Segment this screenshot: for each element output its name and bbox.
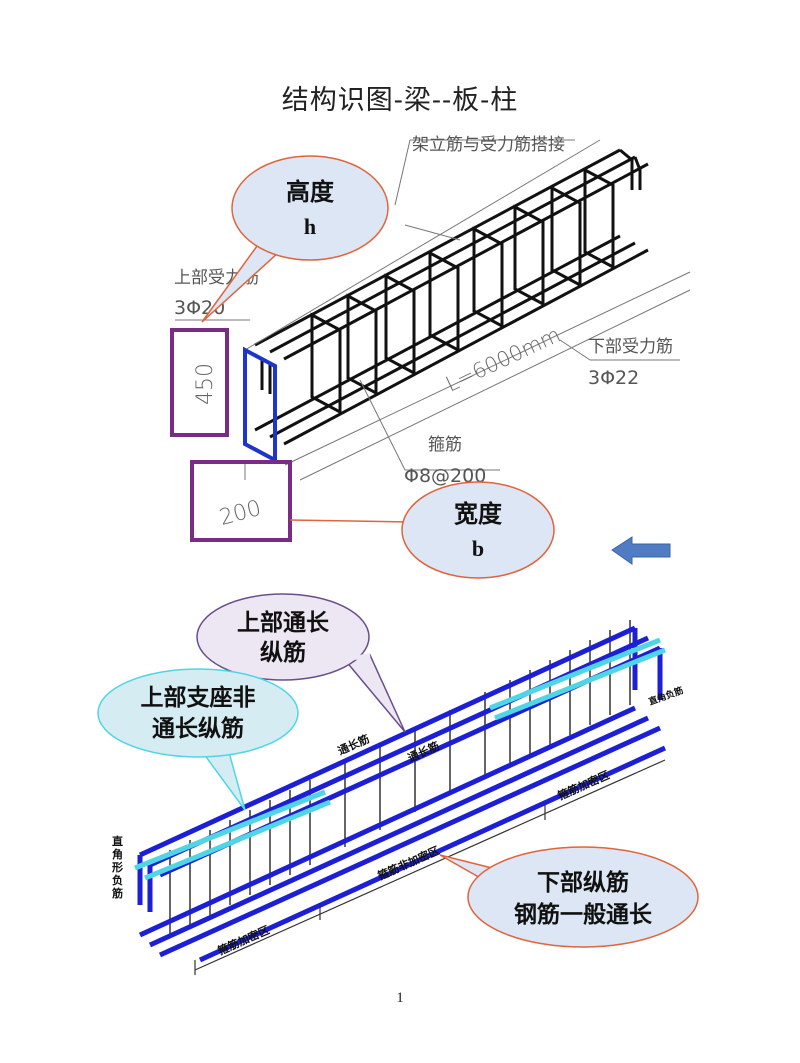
beam-rebar-3d-diagram: 通长筋 通长筋 箍筋加密区 箍筋非加密区 箍筋加密区 直角负筋 直 角 形 负 … — [97, 593, 699, 975]
support-line1: 上部支座非 — [141, 684, 256, 711]
height-callout: 高度 h — [201, 155, 389, 323]
svg-text:筋: 筋 — [111, 886, 123, 900]
beam-length: L=6000mm — [442, 323, 564, 397]
top-through-callout: 上部通长 纵筋 — [196, 593, 406, 733]
width-value: 200 — [217, 496, 264, 531]
stirrup-name: 箍筋 — [428, 435, 462, 455]
svg-text:负: 负 — [112, 873, 123, 887]
top-through-line1: 上部通长 — [237, 609, 330, 636]
non-dense-zone-label: 箍筋非加密区 — [376, 843, 442, 883]
dimension-lines — [175, 139, 691, 481]
bottom-line1: 下部纵筋 — [537, 869, 629, 896]
bottom-callout: 下部纵筋 钢筋一般通长 — [439, 846, 699, 948]
right-end-note: 直角负筋 — [647, 684, 685, 708]
bottom-bar-spec: 3Φ22 — [588, 367, 639, 389]
beam-reinforcement-diagram: 450 200 架立筋与受力筋搭接 上部受力筋 3Φ20 L=6000mm 下部… — [170, 135, 691, 579]
support-rebars — [134, 637, 666, 881]
height-value: 450 — [193, 363, 218, 405]
support-line2: 通长纵筋 — [152, 715, 244, 742]
right-angle-negative-bar-label: 直 角 形 负 筋 — [111, 834, 123, 900]
page-number: 1 — [396, 990, 404, 1006]
svg-text:形: 形 — [112, 861, 123, 874]
left-arrow-icon — [611, 536, 671, 565]
lap-note: 架立筋与受力筋搭接 — [412, 135, 565, 155]
top-through-line2: 纵筋 — [260, 639, 306, 666]
height-callout-label: 高度 — [286, 178, 335, 206]
width-callout-symbol: b — [472, 536, 484, 561]
width-callout-label: 宽度 — [454, 500, 503, 528]
support-callout: 上部支座非 通长纵筋 — [97, 668, 299, 811]
end-hooks — [260, 148, 642, 394]
stirrup-spec: Φ8@200 — [404, 465, 486, 487]
bottom-bar-name: 下部受力筋 — [588, 337, 673, 357]
height-callout-symbol: h — [304, 214, 316, 239]
document-title: 结构识图-梁--板-柱 — [281, 85, 519, 116]
zone-dimension-lines — [194, 759, 666, 975]
bottom-line2: 钢筋一般通长 — [514, 901, 653, 928]
svg-text:角: 角 — [112, 847, 123, 861]
height-dimension-frame — [170, 328, 229, 437]
width-callout: 宽度 b — [289, 481, 555, 579]
width-dimension-frame — [190, 460, 292, 542]
svg-text:直: 直 — [112, 834, 123, 848]
stirrups — [310, 167, 615, 415]
